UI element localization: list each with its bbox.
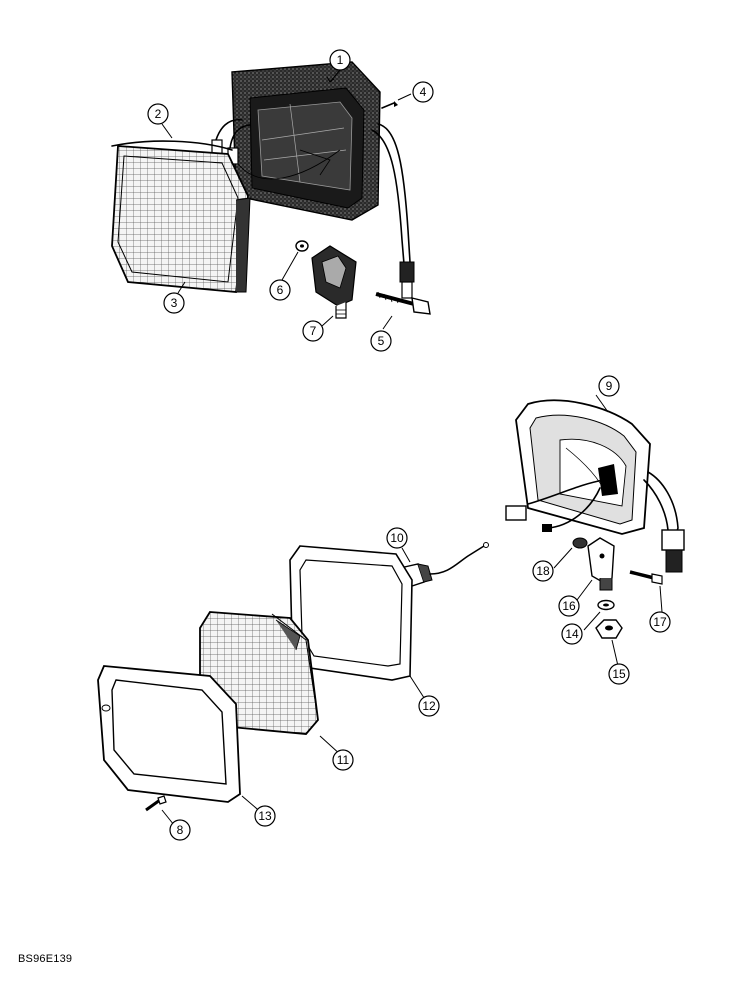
screw-part-4 [381, 101, 398, 109]
bracket-part-7 [311, 245, 357, 319]
gasket-part-12 [289, 545, 413, 681]
lamp-lens-part-3 [111, 140, 251, 293]
bezel-part-13 [97, 665, 241, 803]
callout-1: 1 [329, 49, 351, 71]
callout-14: 14 [561, 623, 583, 645]
callout-13: 13 [254, 805, 276, 827]
callout-12: 12 [418, 695, 440, 717]
callout-9: 9 [598, 375, 620, 397]
nut-part-18 [572, 537, 588, 549]
harness-wires-upper [211, 118, 415, 299]
svg-text:15: 15 [612, 667, 626, 681]
callout-8: 8 [169, 819, 191, 841]
svg-text:11: 11 [337, 753, 350, 767]
svg-text:3: 3 [171, 296, 178, 310]
callout-10: 10 [386, 527, 408, 549]
callout-3: 3 [163, 292, 185, 314]
svg-text:6: 6 [277, 283, 284, 297]
screw-part-8 [145, 795, 167, 812]
svg-text:1: 1 [337, 53, 344, 67]
svg-text:4: 4 [420, 85, 427, 99]
callout-11: 11 [332, 749, 354, 771]
svg-text:14: 14 [565, 627, 579, 641]
housing-part-1 [231, 61, 381, 221]
callout-17: 17 [649, 611, 671, 633]
washer-part-6 [295, 240, 309, 252]
svg-text:7: 7 [310, 324, 317, 338]
washer-part-14 [597, 599, 615, 611]
bolt-part-17 [629, 570, 663, 585]
bolt-part-5 [375, 291, 431, 315]
svg-text:16: 16 [562, 599, 576, 613]
svg-text:10: 10 [390, 531, 404, 545]
callout-15: 15 [608, 663, 630, 685]
bulb-part-10 [399, 542, 489, 589]
svg-text:17: 17 [653, 615, 667, 629]
svg-text:5: 5 [378, 334, 385, 348]
callout-5: 5 [370, 330, 392, 352]
bracket-part-16 [587, 537, 615, 591]
callout-2: 2 [147, 103, 169, 125]
svg-text:13: 13 [258, 809, 272, 823]
callout-7: 7 [302, 320, 324, 342]
callout-4: 4 [412, 81, 434, 103]
document-code: BS96E139 [18, 953, 73, 965]
svg-text:12: 12 [422, 699, 436, 713]
nut-part-15 [595, 619, 623, 639]
callout-18: 18 [532, 560, 554, 582]
svg-text:9: 9 [606, 379, 613, 393]
svg-text:8: 8 [177, 823, 184, 837]
callout-16: 16 [558, 595, 580, 617]
callout-6: 6 [269, 279, 291, 301]
svg-text:18: 18 [536, 564, 550, 578]
svg-text:2: 2 [155, 107, 162, 121]
harness-wires-lower [505, 471, 685, 573]
housing-part-9 [515, 399, 651, 535]
